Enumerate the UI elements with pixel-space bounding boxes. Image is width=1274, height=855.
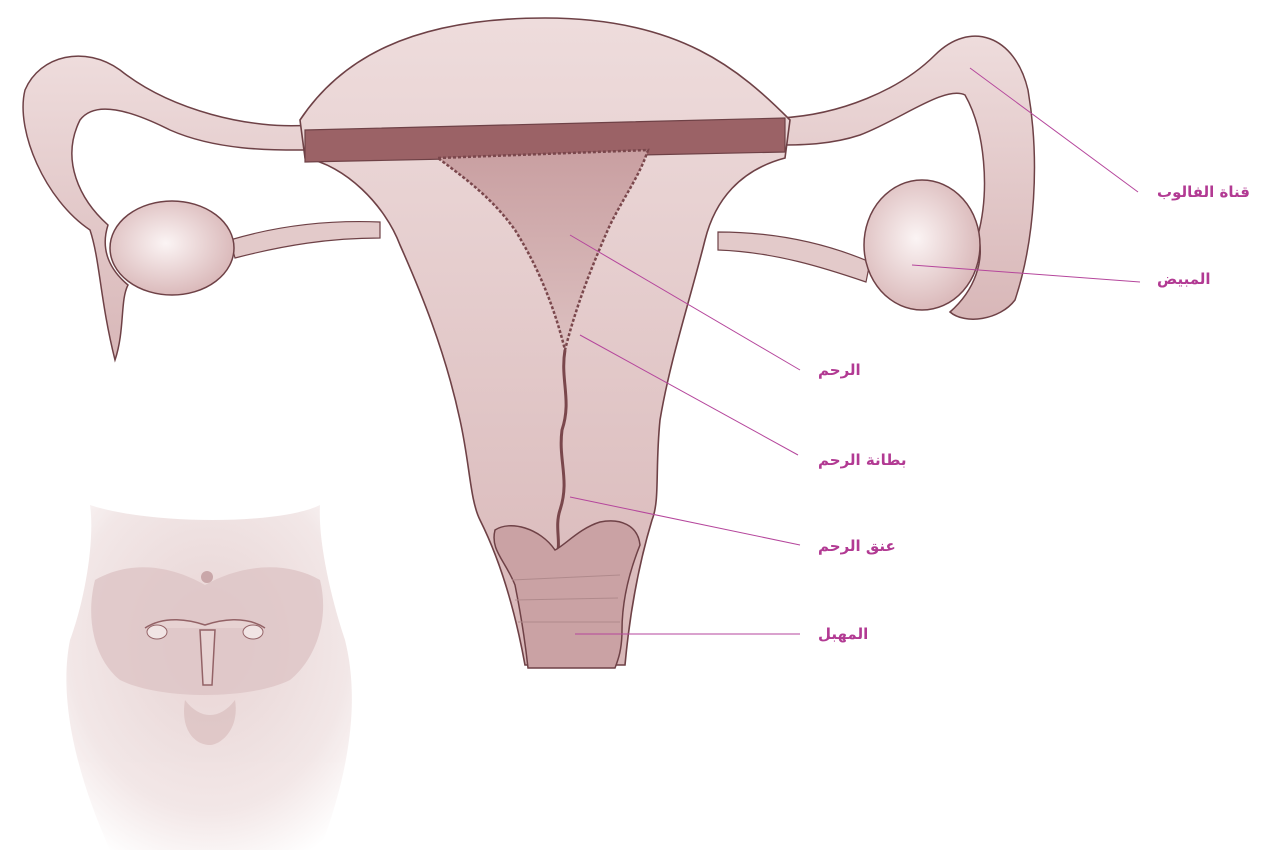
label-endometrium: بطانة الرحم <box>818 451 907 469</box>
left-ovary <box>110 201 234 295</box>
label-uterus: الرحم <box>818 361 861 379</box>
inset-body-illustration <box>66 505 351 850</box>
label-cervix: عنق الرحم <box>818 537 896 555</box>
right-ovary <box>864 180 980 310</box>
label-vagina: المهبل <box>818 625 868 643</box>
right-ovarian-ligament <box>718 232 870 282</box>
label-fallopian-tube: قناة الفالوب <box>1157 183 1250 201</box>
left-ovarian-ligament <box>230 222 380 258</box>
label-ovary: المبيض <box>1157 270 1211 288</box>
